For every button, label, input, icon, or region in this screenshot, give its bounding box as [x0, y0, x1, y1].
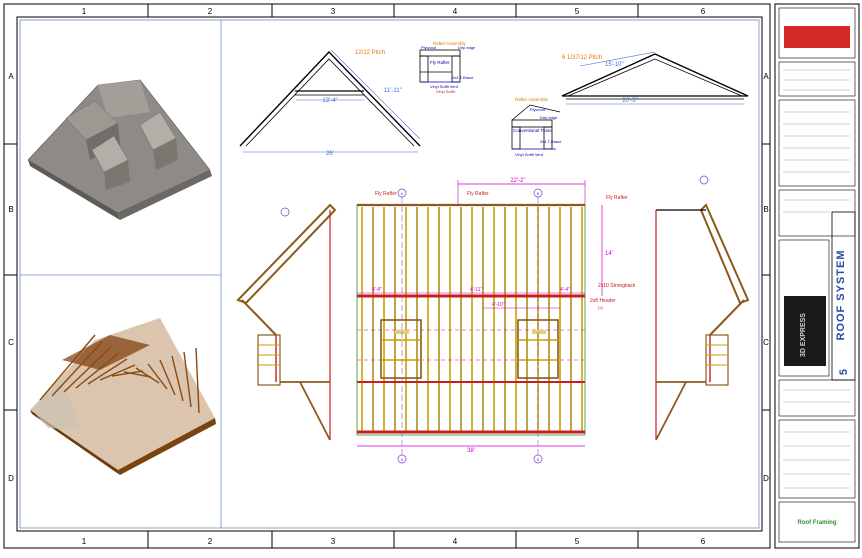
plan-label-fly-right: Fly Rafter	[606, 195, 628, 201]
plan-dim-mid-center: 4'-11"	[470, 287, 483, 293]
sheet-number: 5	[838, 369, 850, 375]
truss-right-elevation	[561, 51, 749, 105]
col-label-bottom-6: 6	[701, 537, 706, 546]
rafter-detail-lower	[511, 104, 561, 150]
right-truss-top-dim: 15'-10"	[605, 62, 624, 68]
plan-rafters	[361, 207, 583, 432]
plan-dim-mid-left: 4'-8"	[372, 287, 382, 293]
row-label-left-b: B	[8, 205, 13, 214]
framing-3d-member	[39, 334, 96, 401]
right-truss-mid-dim: 20'-5"	[622, 98, 637, 104]
plan-dim-top: 22'-2"	[510, 178, 525, 184]
rafter-detail-lower-label-1: Drip edge	[540, 115, 558, 120]
drawing-frame	[16, 16, 763, 532]
rafter-detail-lower-label-2: Conventional Truss	[513, 128, 552, 133]
framing-3d-member	[111, 370, 144, 377]
col-label-top-1: 1	[82, 7, 87, 16]
plan-label-header: 2x8 Header	[590, 298, 616, 304]
roof-framing-plan	[356, 180, 603, 464]
title-block-logo-text: 3D EXPRESS	[800, 313, 807, 357]
plan-grid-bubble-top-a: A	[401, 191, 404, 196]
row-label-left-a: A	[8, 72, 14, 81]
title-block-bottom-label: Roof Framing	[798, 520, 837, 526]
plan-label-header-sub: (2)	[598, 305, 604, 310]
plan-label-strongback: 2x10 Strongback	[598, 283, 636, 289]
rafter-detail-upper-label-0: Plywood	[421, 45, 436, 50]
truss-left-elevation	[239, 49, 421, 153]
framing-3d-member	[63, 346, 112, 393]
plan-grid-bubble-bottom-b: B	[537, 457, 540, 462]
side-section-right	[655, 175, 750, 441]
left-truss-side-dim: 11'-11"	[384, 88, 402, 94]
framing-3d-member	[87, 358, 128, 385]
plan-dim-mid-right: 4'-4"	[560, 287, 570, 293]
row-ticks	[4, 143, 770, 411]
rafter-detail-upper-label-1: Drip edge	[458, 45, 476, 50]
framing-3d-member	[51, 340, 104, 397]
framing-3d-member	[183, 351, 192, 408]
rafter-detail-upper-label-5: Vinyl Soffit	[436, 89, 456, 94]
col-label-bottom-3: 3	[331, 537, 336, 546]
column-ticks	[147, 4, 639, 548]
plan-grid-bubble-bottom-a: A	[401, 457, 404, 462]
framing-3d-member	[195, 347, 200, 414]
col-label-top-2: 2	[208, 7, 213, 16]
plan-label-fly-left: Fly Rafter	[375, 191, 397, 197]
col-label-bottom-4: 4	[453, 537, 458, 546]
framing-3d-member	[147, 363, 168, 390]
framing-3d-member	[123, 371, 152, 378]
col-label-top-3: 3	[331, 7, 336, 16]
framing-3d-member	[135, 367, 160, 384]
framing-3d-member	[159, 359, 176, 396]
row-label-right-b: B	[763, 205, 768, 214]
left-truss-span-dim: 26'	[326, 151, 334, 157]
side-section-left	[236, 203, 337, 441]
rafter-detail-upper-title: Rafter Assembly	[433, 41, 467, 46]
rafter-detail-lower-label-0: Plywood	[530, 107, 545, 112]
rafter-detail-lower-label-4: Vinyl Soffit Vent	[515, 152, 544, 157]
col-label-top-4: 4	[453, 7, 458, 16]
row-label-right-d: D	[763, 474, 769, 483]
title-block	[774, 3, 860, 549]
rafter-detail-upper-label-3: 2x4 T-Brace	[452, 75, 474, 80]
rafter-detail-upper-label-2: Fly Rafter	[430, 60, 450, 65]
left-truss-top-dim: 13'-4"	[322, 98, 337, 104]
framing-3d-member	[75, 352, 120, 389]
row-label-left-d: D	[8, 474, 14, 483]
row-label-left-c: C	[8, 338, 14, 347]
col-label-bottom-5: 5	[575, 537, 580, 546]
rafter-detail-upper-label-4: Vinyl Soffit Vent	[430, 84, 459, 89]
inner-frame	[19, 19, 760, 529]
right-truss-pitch-label: 6 1/37/12 Pitch	[562, 55, 602, 61]
col-label-top-5: 5	[575, 7, 580, 16]
left-truss-pitch-label: 12/12 Pitch	[355, 50, 385, 56]
plan-dim-side: 14'	[605, 251, 613, 257]
col-label-bottom-1: 1	[82, 537, 87, 546]
col-label-top-6: 6	[701, 7, 706, 16]
framing-3d-member	[99, 364, 136, 381]
plan-dim-lower: 4'-10"	[492, 302, 505, 308]
rafter-detail-upper	[419, 49, 461, 83]
row-label-right-a: A	[763, 72, 769, 81]
plan-label-fly-mid: Fly Rafter	[467, 191, 489, 197]
rafter-detail-lower-label-3: 2x4 T-Brace	[540, 139, 562, 144]
row-label-right-c: C	[763, 338, 769, 347]
sheet-title-vertical: ROOF SYSTEM	[835, 249, 847, 340]
rafter-detail-lower-title: Rafter Assembly	[515, 97, 549, 102]
col-label-bottom-2: 2	[208, 537, 213, 546]
roof-3d-shingled-view	[27, 79, 212, 220]
plan-dim-bottom: 38'	[467, 448, 475, 454]
framing-3d-member	[171, 355, 184, 402]
roof-3d-framing-view	[30, 318, 216, 475]
plan-grid-bubble-top-b: B	[537, 191, 540, 196]
